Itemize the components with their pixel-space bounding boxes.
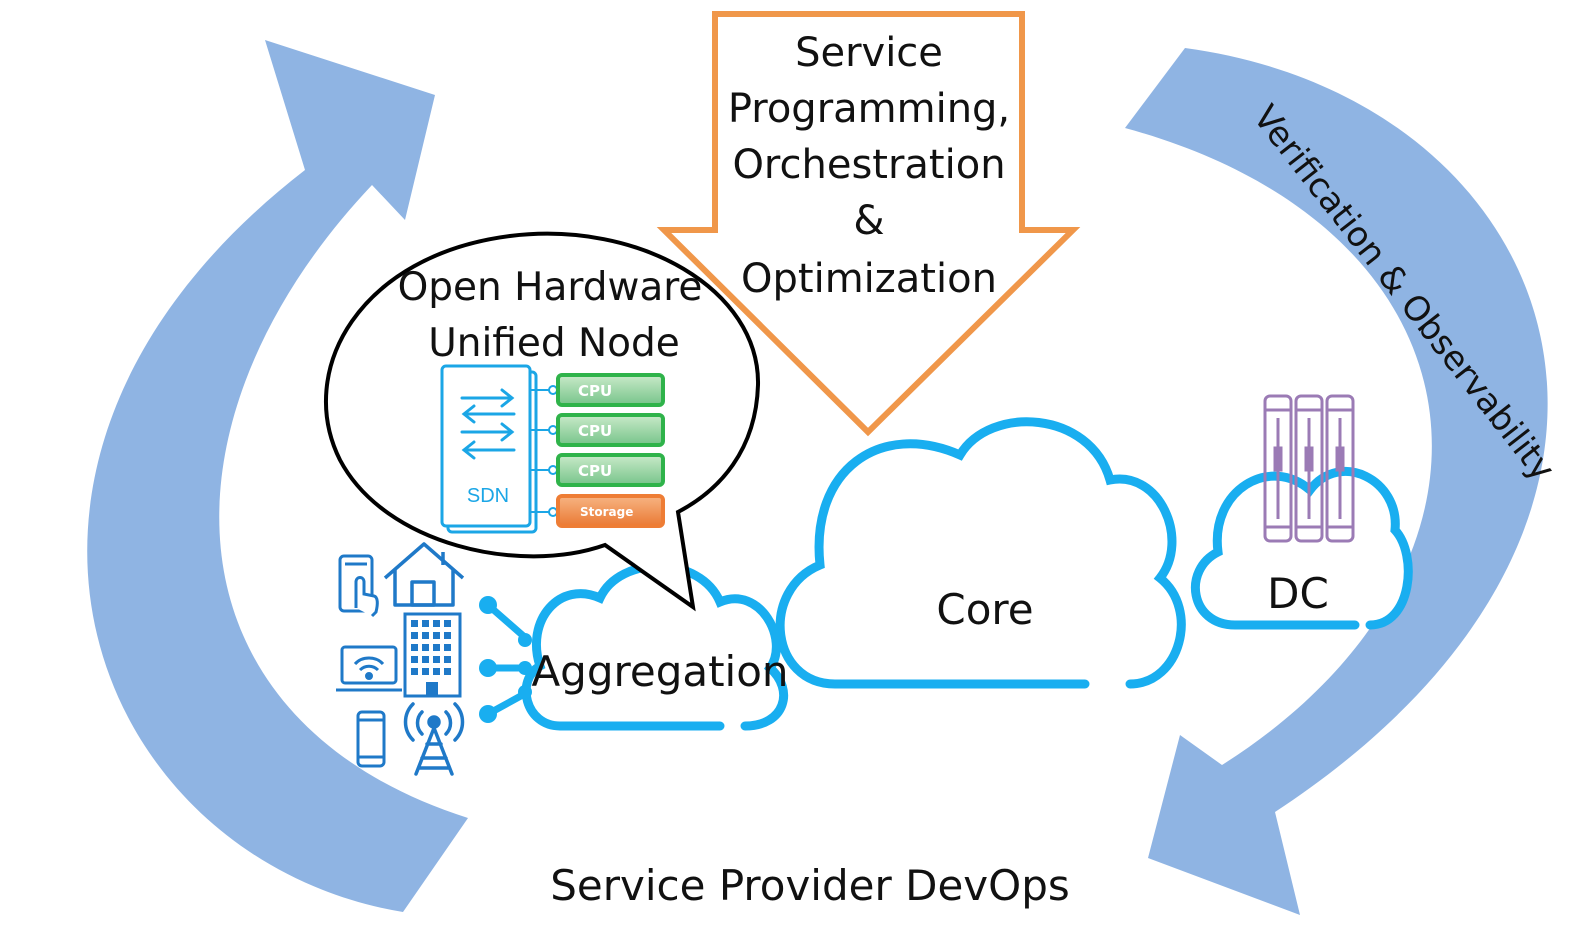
core-cloud [775,417,1186,689]
curved-arrow-up-icon [87,40,468,912]
svg-text:Storage: Storage [580,505,633,519]
tablet-touch-icon [338,554,379,618]
aggregation-label: Aggregation [531,647,788,696]
svg-text:Programming,: Programming, [728,86,1010,132]
programming-label: Service Programming, Orchestration & Opt… [728,30,1010,302]
cpu-module: CPU [556,413,665,447]
curved-arrow-down-icon [1125,48,1548,915]
server-rack-icon [1263,394,1355,543]
dc-label: DC [1267,569,1329,618]
office-building-icon [403,612,462,698]
radio-tower-icon [403,702,465,776]
storage-module: Storage [556,494,665,528]
node-label: Open Hardware Unified Node [398,265,703,366]
laptop-wifi-icon [336,645,402,692]
device-connector-hub [479,596,532,723]
down-arrow-icon [656,11,1081,437]
cpu-module: CPU [556,373,665,407]
svg-text:SDN: SDN [467,485,509,507]
cpu-module: CPU [556,453,665,487]
svg-text:&: & [853,198,884,244]
smartphone-icon [356,710,386,768]
svg-text:CPU: CPU [578,382,612,400]
svg-text:CPU: CPU [578,462,612,480]
svg-text:Orchestration: Orchestration [732,142,1005,188]
svg-text:Optimization: Optimization [741,256,997,302]
sdn-switch-icon: SDN [440,364,538,534]
svg-text:CPU: CPU [578,422,612,440]
svg-text:Service: Service [795,30,943,76]
compute-module-stack: CPU CPU CPU Storage [530,373,665,528]
devops-label: Service Provider DevOps [550,861,1069,910]
svg-text:Open Hardware: Open Hardware [398,265,703,310]
core-label: Core [936,585,1033,634]
svg-text:Unified Node: Unified Node [428,321,680,366]
house-icon [383,542,465,607]
